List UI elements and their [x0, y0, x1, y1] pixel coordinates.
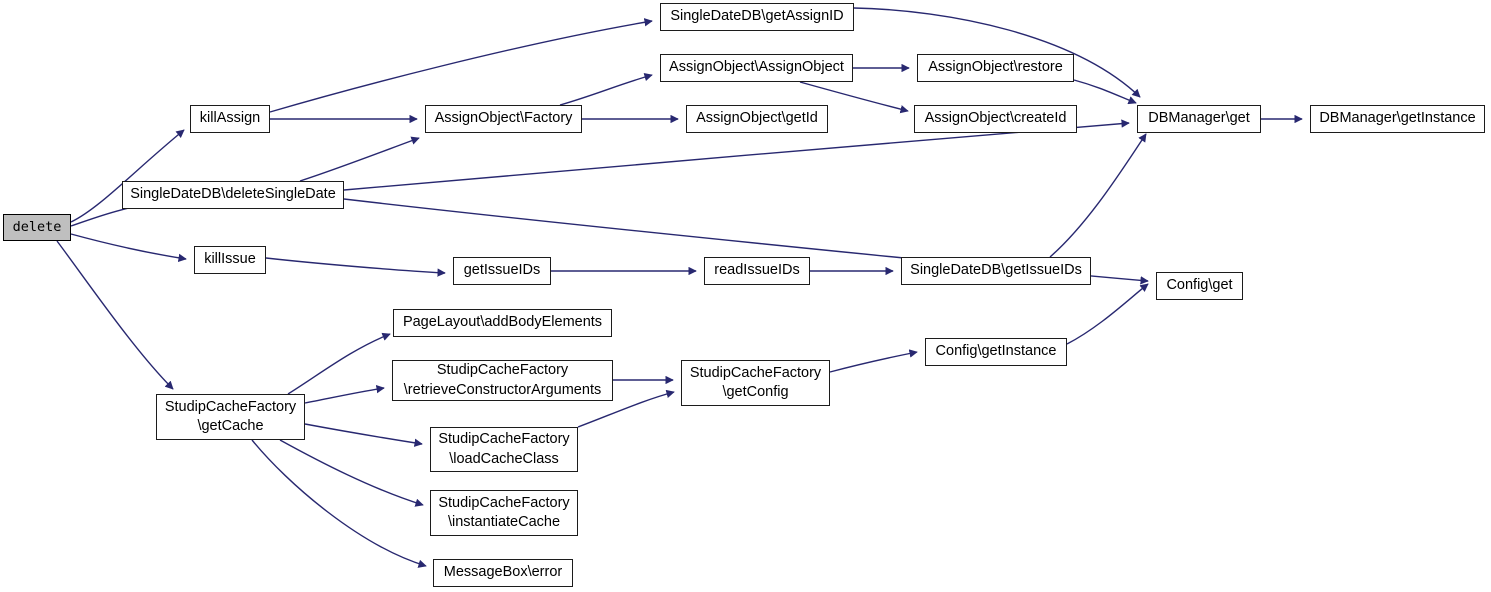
node-addBody[interactable]: PageLayout\addBodyElements	[393, 309, 612, 337]
node-killAssign[interactable]: killAssign	[190, 105, 270, 133]
node-sddGetIssue[interactable]: SingleDateDB\getIssueIDs	[901, 257, 1091, 285]
node-retrieveArgs[interactable]: StudipCacheFactory \retrieveConstructorA…	[392, 360, 613, 401]
edge-aoAssign-to-aoCreateId	[799, 81, 909, 114]
node-killIssue[interactable]: killIssue	[194, 246, 266, 274]
node-aoFactory[interactable]: AssignObject\Factory	[425, 105, 582, 133]
node-dbGetInstance[interactable]: DBManager\getInstance	[1310, 105, 1485, 133]
edge-delSingle-to-aoFactory	[299, 136, 420, 182]
node-getAssignID[interactable]: SingleDateDB\getAssignID	[660, 3, 854, 31]
node-getCache[interactable]: StudipCacheFactory \getCache	[156, 394, 305, 440]
edge-sddGetIssue-to-dbGet	[1049, 133, 1147, 258]
node-aoRestore[interactable]: AssignObject\restore	[917, 54, 1074, 82]
edge-delete-to-getCache	[56, 240, 174, 390]
edge-killIssue-to-getIssueIDs	[265, 257, 446, 277]
edge-getCache-to-loadCache	[304, 423, 423, 447]
edge-getCache-to-addBody	[287, 332, 391, 395]
node-readIssueIDs[interactable]: readIssueIDs	[704, 257, 810, 285]
node-dbGet[interactable]: DBManager\get	[1137, 105, 1261, 133]
node-aoGetId[interactable]: AssignObject\getId	[686, 105, 828, 133]
edge-aoFactory-to-aoAssign	[559, 73, 653, 106]
node-aoCreateId[interactable]: AssignObject\createId	[914, 105, 1077, 133]
edge-aoRestore-to-dbGet	[1073, 79, 1137, 105]
node-instCache[interactable]: StudipCacheFactory \instantiateCache	[430, 490, 578, 536]
node-getConfig[interactable]: StudipCacheFactory \getConfig	[681, 360, 830, 406]
edge-delete-to-killIssue	[70, 233, 187, 262]
edge-getCache-to-retrieveArgs	[304, 384, 385, 404]
node-delSingle[interactable]: SingleDateDB\deleteSingleDate	[122, 181, 344, 209]
node-cfgGetInst[interactable]: Config\getInstance	[925, 338, 1067, 366]
edge-loadCache-to-getConfig	[577, 389, 675, 428]
edge-getCache-to-msgError	[251, 439, 427, 568]
node-msgError[interactable]: MessageBox\error	[433, 559, 573, 587]
node-getIssueIDs[interactable]: getIssueIDs	[453, 257, 551, 285]
edge-killAssign-to-getAssignID	[269, 18, 653, 113]
edge-delSingle-to-dbGet	[343, 119, 1130, 191]
node-configGet[interactable]: Config\get	[1156, 272, 1243, 300]
edges	[56, 7, 1303, 568]
edge-getCache-to-instCache	[279, 439, 424, 507]
node-aoAssign[interactable]: AssignObject\AssignObject	[660, 54, 853, 82]
edge-delete-to-killAssign	[70, 129, 185, 223]
edge-getConfig-to-cfgGetInst	[829, 349, 918, 373]
edge-cfgGetInst-to-configGet	[1066, 283, 1149, 345]
node-delete[interactable]: delete	[3, 214, 71, 241]
edge-getAssignID-to-dbGet	[853, 7, 1141, 98]
node-loadCache[interactable]: StudipCacheFactory \loadCacheClass	[430, 427, 578, 472]
